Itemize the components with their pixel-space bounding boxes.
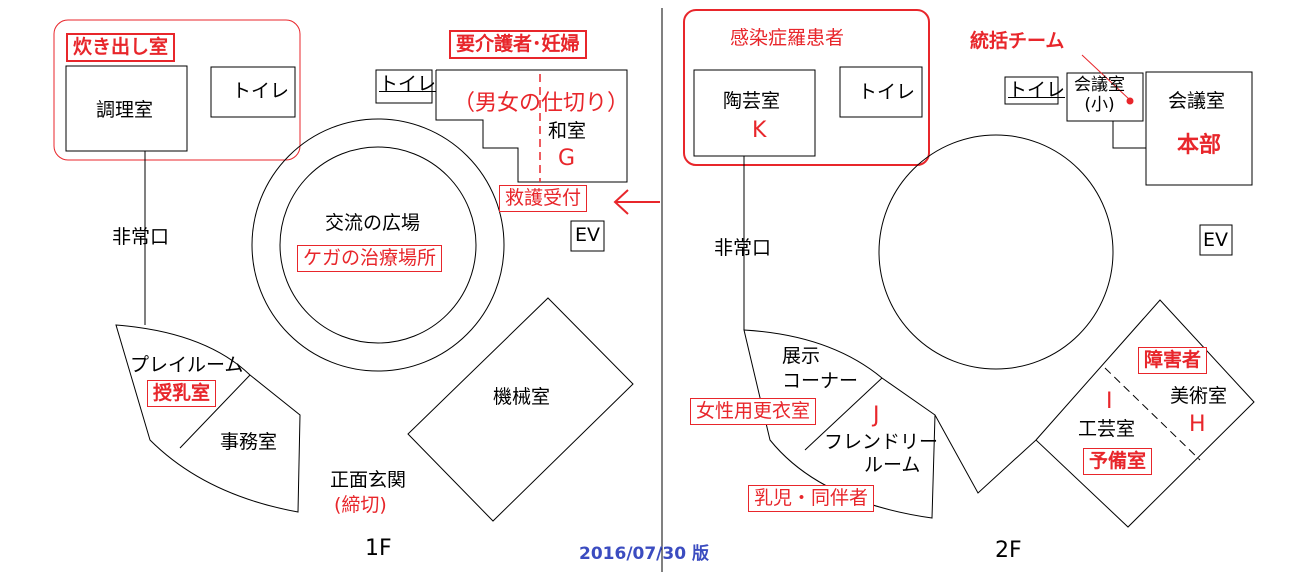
art-craft-divider [1104, 367, 1201, 461]
infectious-label: 感染症羅患者 [730, 27, 845, 49]
craft-room-label: 工芸室 [1078, 418, 1136, 440]
plaza-inner-circle [279, 146, 477, 344]
toilet-2f-right-outline [1004, 76, 1059, 105]
room-code-g: G [558, 146, 576, 171]
cooking-room-outline [65, 65, 188, 152]
reserve-room-label: 予備室 [1083, 448, 1153, 475]
friendly-label-line2: ルーム [864, 454, 921, 476]
exhibit-label-line2: コーナー [782, 370, 859, 392]
control-team-label: 統括チーム [970, 30, 1065, 52]
exhibit-friendly-divider [804, 377, 883, 451]
exhibit-friendly-block [743, 329, 936, 519]
meeting-small-label: 会議室 (小) [1074, 75, 1125, 115]
main-entrance-label: 正面玄関 [330, 469, 407, 491]
art-craft-block [934, 299, 1255, 528]
room-code-k: K [752, 118, 767, 143]
office-label: 事務室 [220, 431, 278, 453]
infant-companion-label: 乳児・同伴者 [748, 485, 875, 512]
control-team-leader [1081, 54, 1131, 101]
friendly-label-line1: フレンドリー [824, 431, 939, 453]
ev-label-1f: EV [575, 224, 601, 246]
machine-room-label: 機械室 [493, 386, 551, 408]
ev-label-2f: EV [1203, 229, 1229, 251]
kitchen-area-outline [53, 19, 301, 161]
toilet-label-1f-right: トイレ [379, 73, 437, 95]
pottery-room-label: 陶芸室 [723, 90, 781, 112]
closed-label: (締切) [334, 494, 387, 516]
floor-2f-label: 2F [995, 538, 1022, 563]
exchange-plaza-label: 交流の広場 [325, 212, 421, 234]
toilet-1f-left-outline [210, 66, 296, 118]
meeting-connector [1112, 121, 1146, 149]
atrium-circle-2f [878, 134, 1114, 370]
nursing-room-label: 授乳室 [147, 380, 217, 407]
room-code-i: I [1106, 389, 1113, 414]
women-changing-label: 女性用更衣室 [690, 398, 817, 425]
toilet-label-2f-right: トイレ [1008, 79, 1066, 101]
room-code-h: H [1189, 412, 1206, 437]
ev-2f-outline [1199, 224, 1233, 256]
toilet-label-2f-upper: トイレ [858, 81, 916, 103]
toilet-1f-right-outline [375, 69, 433, 104]
ev-1f-outline [570, 220, 605, 252]
playroom-label: プレイルーム [130, 354, 244, 376]
partition-label: （男女の仕切り） [453, 91, 630, 116]
care-pregnant-label: 要介護者･妊婦 [449, 30, 587, 59]
kitchen-area-label: 炊き出し室 [66, 33, 176, 62]
meeting-small-line2: (小) [1084, 94, 1115, 115]
toilet-2f-upper-outline [839, 66, 923, 118]
arrow-head [613, 189, 629, 215]
plaza-outer-circle [251, 118, 505, 372]
art-room-label: 美術室 [1170, 385, 1228, 407]
cooking-room-label: 調理室 [96, 99, 154, 121]
emergency-exit-label-2f: 非常口 [714, 237, 772, 259]
meeting-small-line1: 会議室 [1074, 75, 1125, 95]
emergency-exit-label-1f: 非常口 [112, 226, 170, 248]
meeting-small-outline [1066, 72, 1144, 122]
room-code-j: J [873, 403, 880, 428]
playroom-office-divider [179, 374, 251, 449]
toilet-label-1f-left: トイレ [232, 80, 290, 102]
floor-1f-label: 1F [365, 536, 392, 561]
rescue-reception-label: 救護受付 [499, 185, 588, 212]
meeting-room-label: 会議室 [1168, 90, 1226, 112]
exhibit-label-line1: 展示 [782, 345, 821, 367]
meeting-room-outline [1145, 71, 1253, 186]
control-team-dot [1126, 97, 1134, 105]
headquarters-label: 本部 [1177, 133, 1222, 158]
japanese-room-outline [435, 69, 628, 183]
disabled-label: 障害者 [1138, 347, 1208, 374]
playroom-office-block [115, 324, 301, 513]
japanese-room-label: 和室 [548, 120, 587, 142]
machine-room-outline [407, 297, 634, 522]
injury-treatment-label: ケガの治療場所 [297, 245, 443, 272]
pottery-room-outline [693, 69, 816, 157]
version-label: 2016/07/30 版 [579, 544, 709, 564]
infectious-area-outline [683, 9, 930, 166]
